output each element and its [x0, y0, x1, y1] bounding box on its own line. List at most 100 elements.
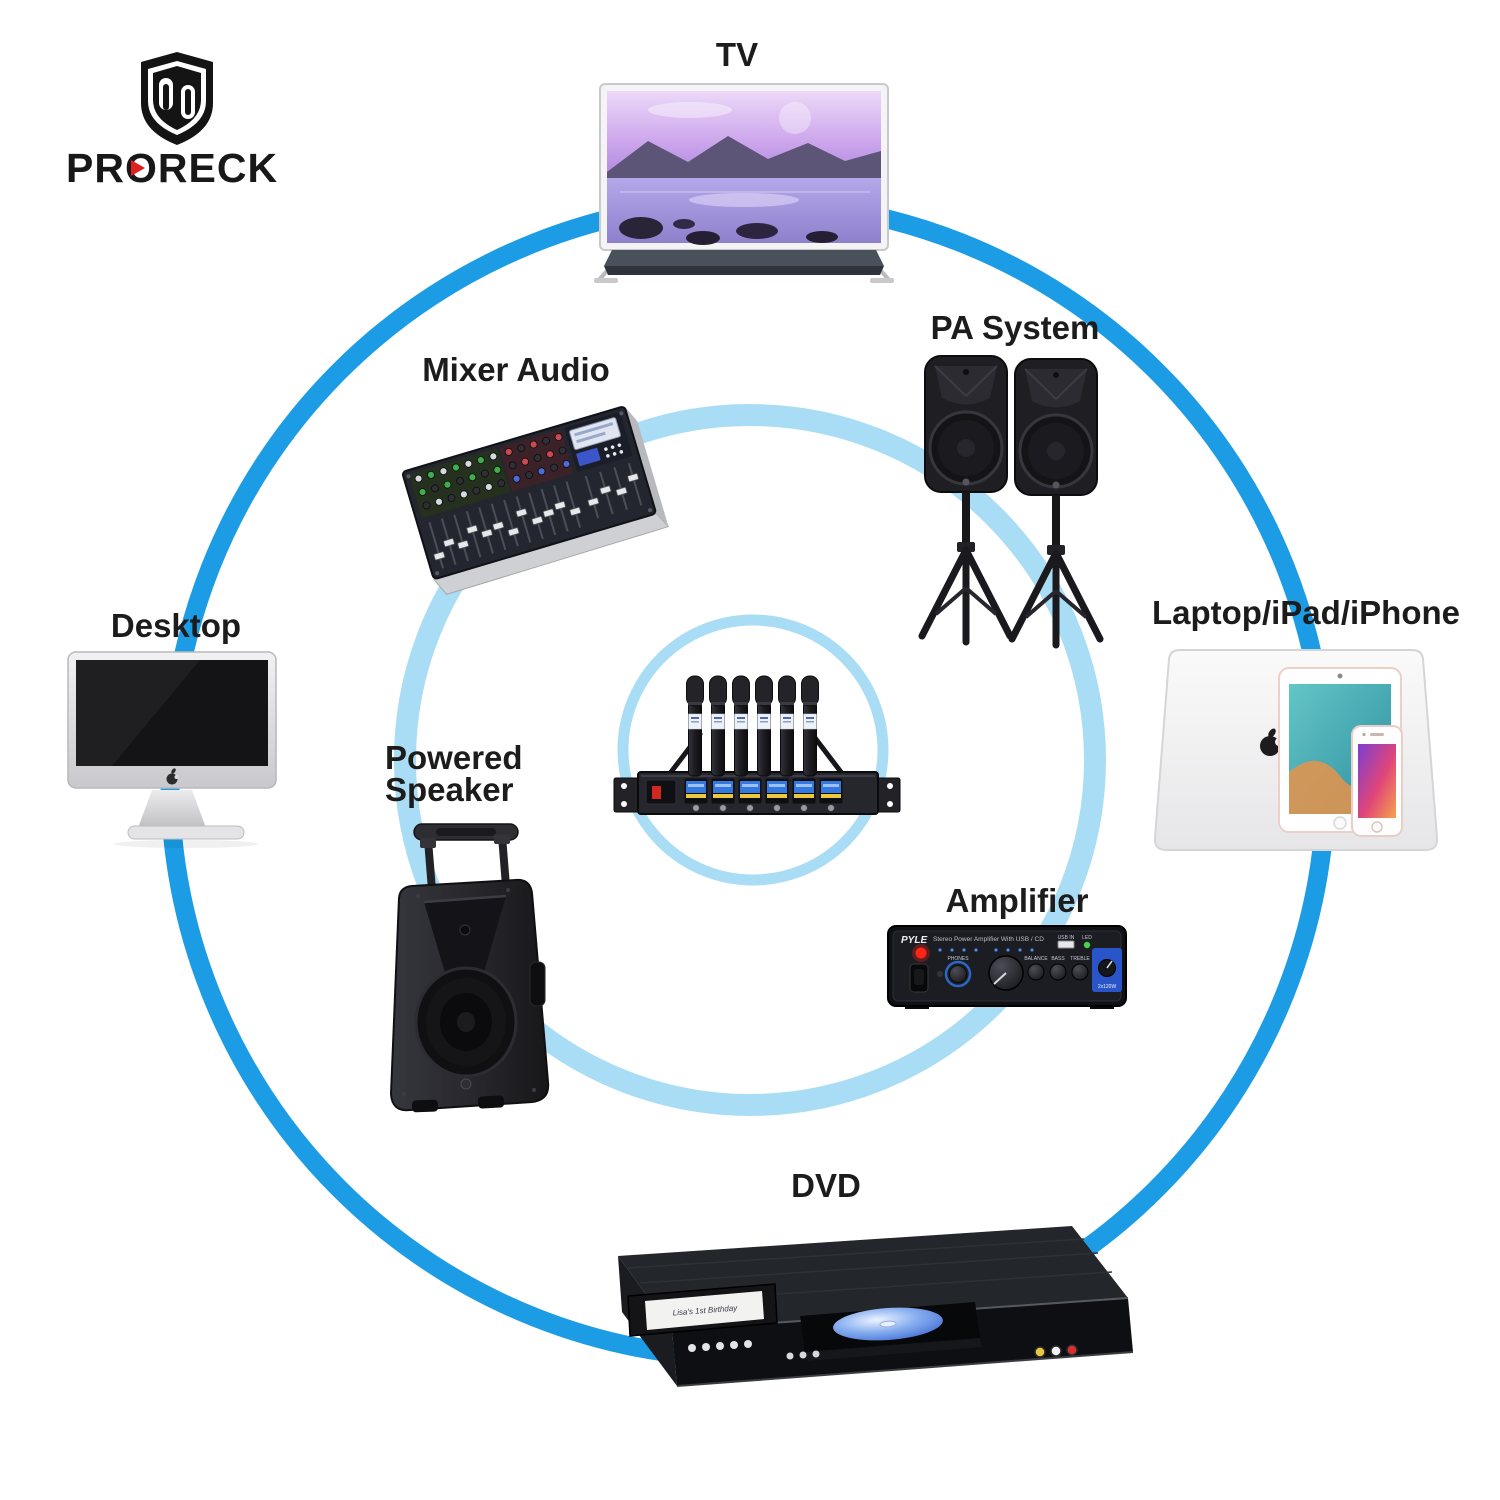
pa-stand	[918, 492, 1014, 646]
microphone	[801, 675, 819, 777]
amp-phones-label: PHONES	[947, 956, 969, 962]
microphone	[732, 675, 750, 777]
amplifier-label: Amplifier	[945, 882, 1088, 919]
ipad-camera-icon	[1337, 673, 1343, 679]
pa-badge	[1052, 481, 1060, 489]
pa-horn-line1	[1024, 368, 1057, 400]
dvd-label: DVD	[791, 1167, 861, 1204]
brand-wordmark: PRORECK	[66, 145, 278, 191]
laptop-group-illustration	[1153, 649, 1439, 851]
pa-horn-line2	[965, 365, 998, 397]
rack-hole	[621, 801, 627, 807]
speaker-side-handle	[529, 961, 546, 1007]
amp-green-led	[1083, 941, 1091, 949]
handle-grip-pad	[436, 828, 496, 836]
receiver-channel	[818, 777, 844, 812]
brand-logo: PRORECK	[66, 52, 278, 191]
iphone-illustration	[1351, 725, 1403, 837]
tv-label: TV	[716, 36, 758, 73]
amp-brand-text: PYLE	[901, 935, 927, 946]
imac-glare	[76, 660, 200, 766]
imac-base	[127, 825, 245, 840]
iphone-camera-icon	[1362, 732, 1366, 737]
mixer-screws	[406, 411, 653, 576]
amp-power-button-cap	[914, 969, 924, 985]
pa-pole	[962, 492, 970, 546]
imac-stand	[138, 790, 206, 828]
trolley-handle	[413, 823, 519, 890]
pa-horn	[935, 366, 997, 405]
dvd-tray-lip	[805, 1338, 982, 1361]
microphone	[755, 675, 773, 777]
rack-hole	[621, 783, 627, 789]
powered-speaker-illustration	[389, 823, 550, 1113]
tv-foot-right	[870, 278, 894, 283]
speaker-screws	[402, 888, 536, 1096]
amp-treble-label: TREBLE	[1070, 956, 1090, 962]
amp-power-led	[915, 947, 927, 959]
amp-phones-knob	[949, 965, 967, 983]
iphone-speaker-slot	[1370, 733, 1384, 736]
handle-rail-left	[424, 840, 436, 890]
dvd-disc-tray	[800, 1302, 982, 1361]
apple-logo-icon	[166, 768, 179, 785]
antenna-right	[809, 731, 847, 779]
amp-phones-jack	[937, 971, 943, 977]
speaker-woofer-cap	[457, 1012, 475, 1032]
imac-shadow	[114, 840, 258, 848]
pa-speaker-left	[918, 355, 1014, 646]
tv-rock-5	[806, 231, 838, 243]
receiver-unit	[613, 771, 901, 815]
dvd-illustration: Lisa's 1st Birthday	[618, 1226, 1134, 1387]
pa-tweeter	[1053, 372, 1059, 378]
rca-yellow	[1034, 1346, 1046, 1358]
tv-rock-2	[686, 231, 720, 245]
mixer-buttons	[604, 443, 624, 458]
pa-pole	[1052, 495, 1060, 549]
amp-bass-label: BASS	[1051, 956, 1065, 962]
pa-speaker-right	[1008, 358, 1104, 649]
iphone-screen	[1358, 744, 1396, 818]
mixer-faders	[428, 462, 643, 569]
dvd-rca-jacks	[1034, 1344, 1078, 1358]
handle-joint-left	[420, 838, 436, 848]
speaker-foot-left	[411, 1099, 439, 1113]
receiver-channels	[683, 777, 844, 812]
pa-system-label: PA System	[931, 309, 1100, 346]
speaker-badge	[460, 1078, 472, 1090]
rack-hole	[887, 783, 893, 789]
receiver-channel	[791, 777, 817, 812]
amp-usb-port	[1057, 940, 1075, 949]
tv-cloud	[648, 102, 732, 118]
mixer-display-line2	[576, 431, 606, 444]
dvd-buttons-left	[688, 1340, 752, 1352]
amp-bass-knob	[1049, 963, 1067, 981]
receiver-channel	[737, 777, 763, 812]
speaker-horn-rim	[423, 894, 507, 904]
amp-led-label: LED	[1082, 935, 1092, 941]
tv-rock-1	[619, 217, 663, 239]
middle-ring	[394, 404, 1106, 1116]
handle-joint-right	[494, 834, 510, 844]
tv-sun-glow	[779, 102, 811, 134]
pa-woofer-cap	[1047, 442, 1065, 460]
dvd-buttons-center	[786, 1350, 820, 1360]
tv-rock-3	[736, 223, 778, 239]
inner-ring	[617, 614, 889, 886]
microphone	[686, 675, 704, 777]
receiver-channel	[683, 777, 709, 812]
powered-speaker-label-line1: Powered	[385, 739, 523, 776]
mixer-audio-label: Mixer Audio	[422, 351, 610, 388]
microphone	[778, 675, 796, 777]
amp-volume-pointer	[993, 972, 1007, 985]
tv-foot-left	[594, 278, 618, 283]
amp-treble-knob	[1071, 963, 1089, 981]
imac-screen	[76, 660, 268, 766]
pa-tweeter	[963, 369, 969, 375]
mixer-blue-screen	[576, 447, 601, 467]
speaker-tweeter	[459, 924, 471, 936]
tv-illustration	[594, 83, 894, 283]
tv-soundbar-front	[604, 266, 884, 275]
tv-rock-4	[673, 219, 695, 229]
receiver-channel	[764, 777, 790, 812]
